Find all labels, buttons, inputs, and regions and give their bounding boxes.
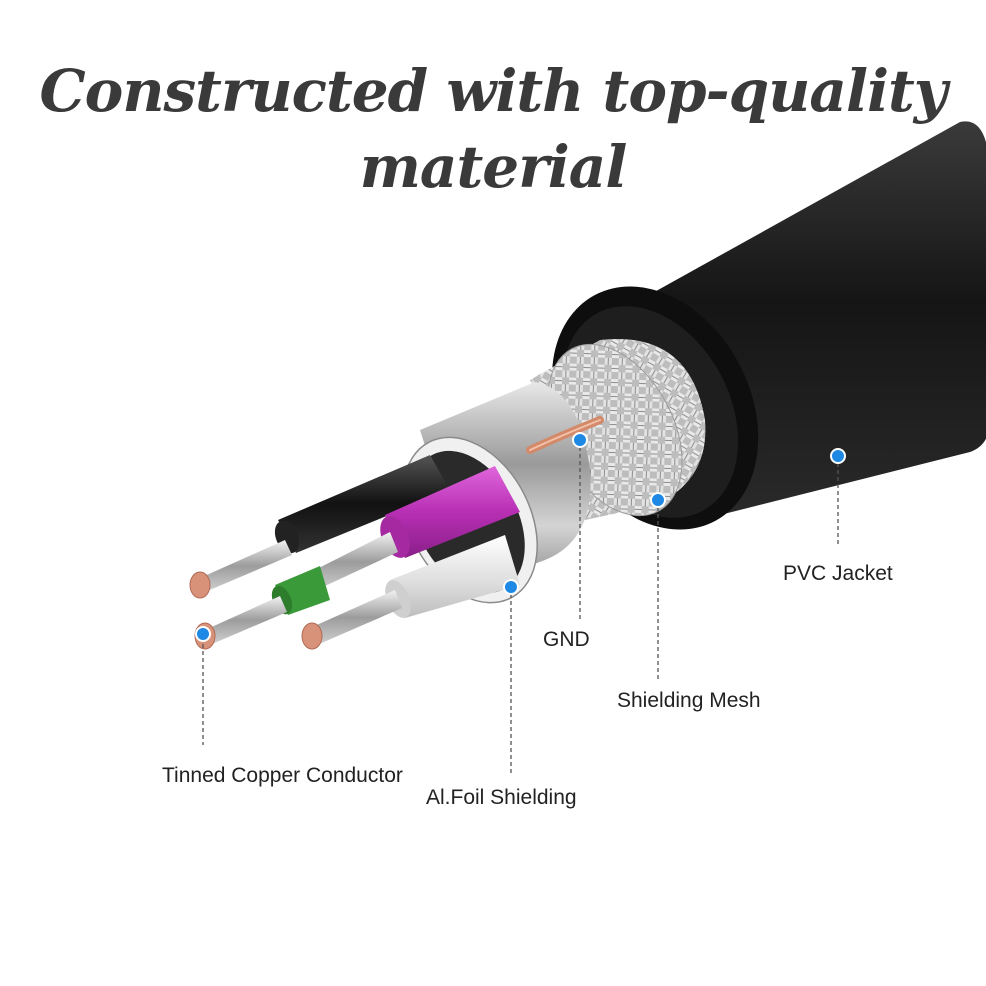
label-pvc-jacket: PVC Jacket [783, 562, 893, 585]
black-wire [189, 455, 450, 599]
dot-gnd [572, 432, 588, 448]
headline-line-1: Constructed with top-quality [39, 57, 947, 125]
headline-line-2: material [359, 133, 628, 201]
callout-dots [195, 432, 846, 642]
dot-foil-shielding [503, 579, 519, 595]
leader-lines [202, 440, 839, 775]
magenta-wire [305, 466, 520, 592]
dot-tinned-copper [195, 626, 211, 642]
green-wire [194, 566, 330, 650]
dot-shielding-mesh [650, 492, 666, 508]
label-gnd: GND [543, 628, 590, 651]
label-foil-shielding: Al.Foil Shielding [426, 786, 577, 809]
dot-pvc-jacket [830, 448, 846, 464]
label-shielding-mesh: Shielding Mesh [617, 689, 761, 712]
label-tinned-copper: Tinned Copper Conductor [162, 764, 403, 787]
white-wire [301, 535, 520, 650]
gnd-drain-wire [526, 416, 604, 454]
